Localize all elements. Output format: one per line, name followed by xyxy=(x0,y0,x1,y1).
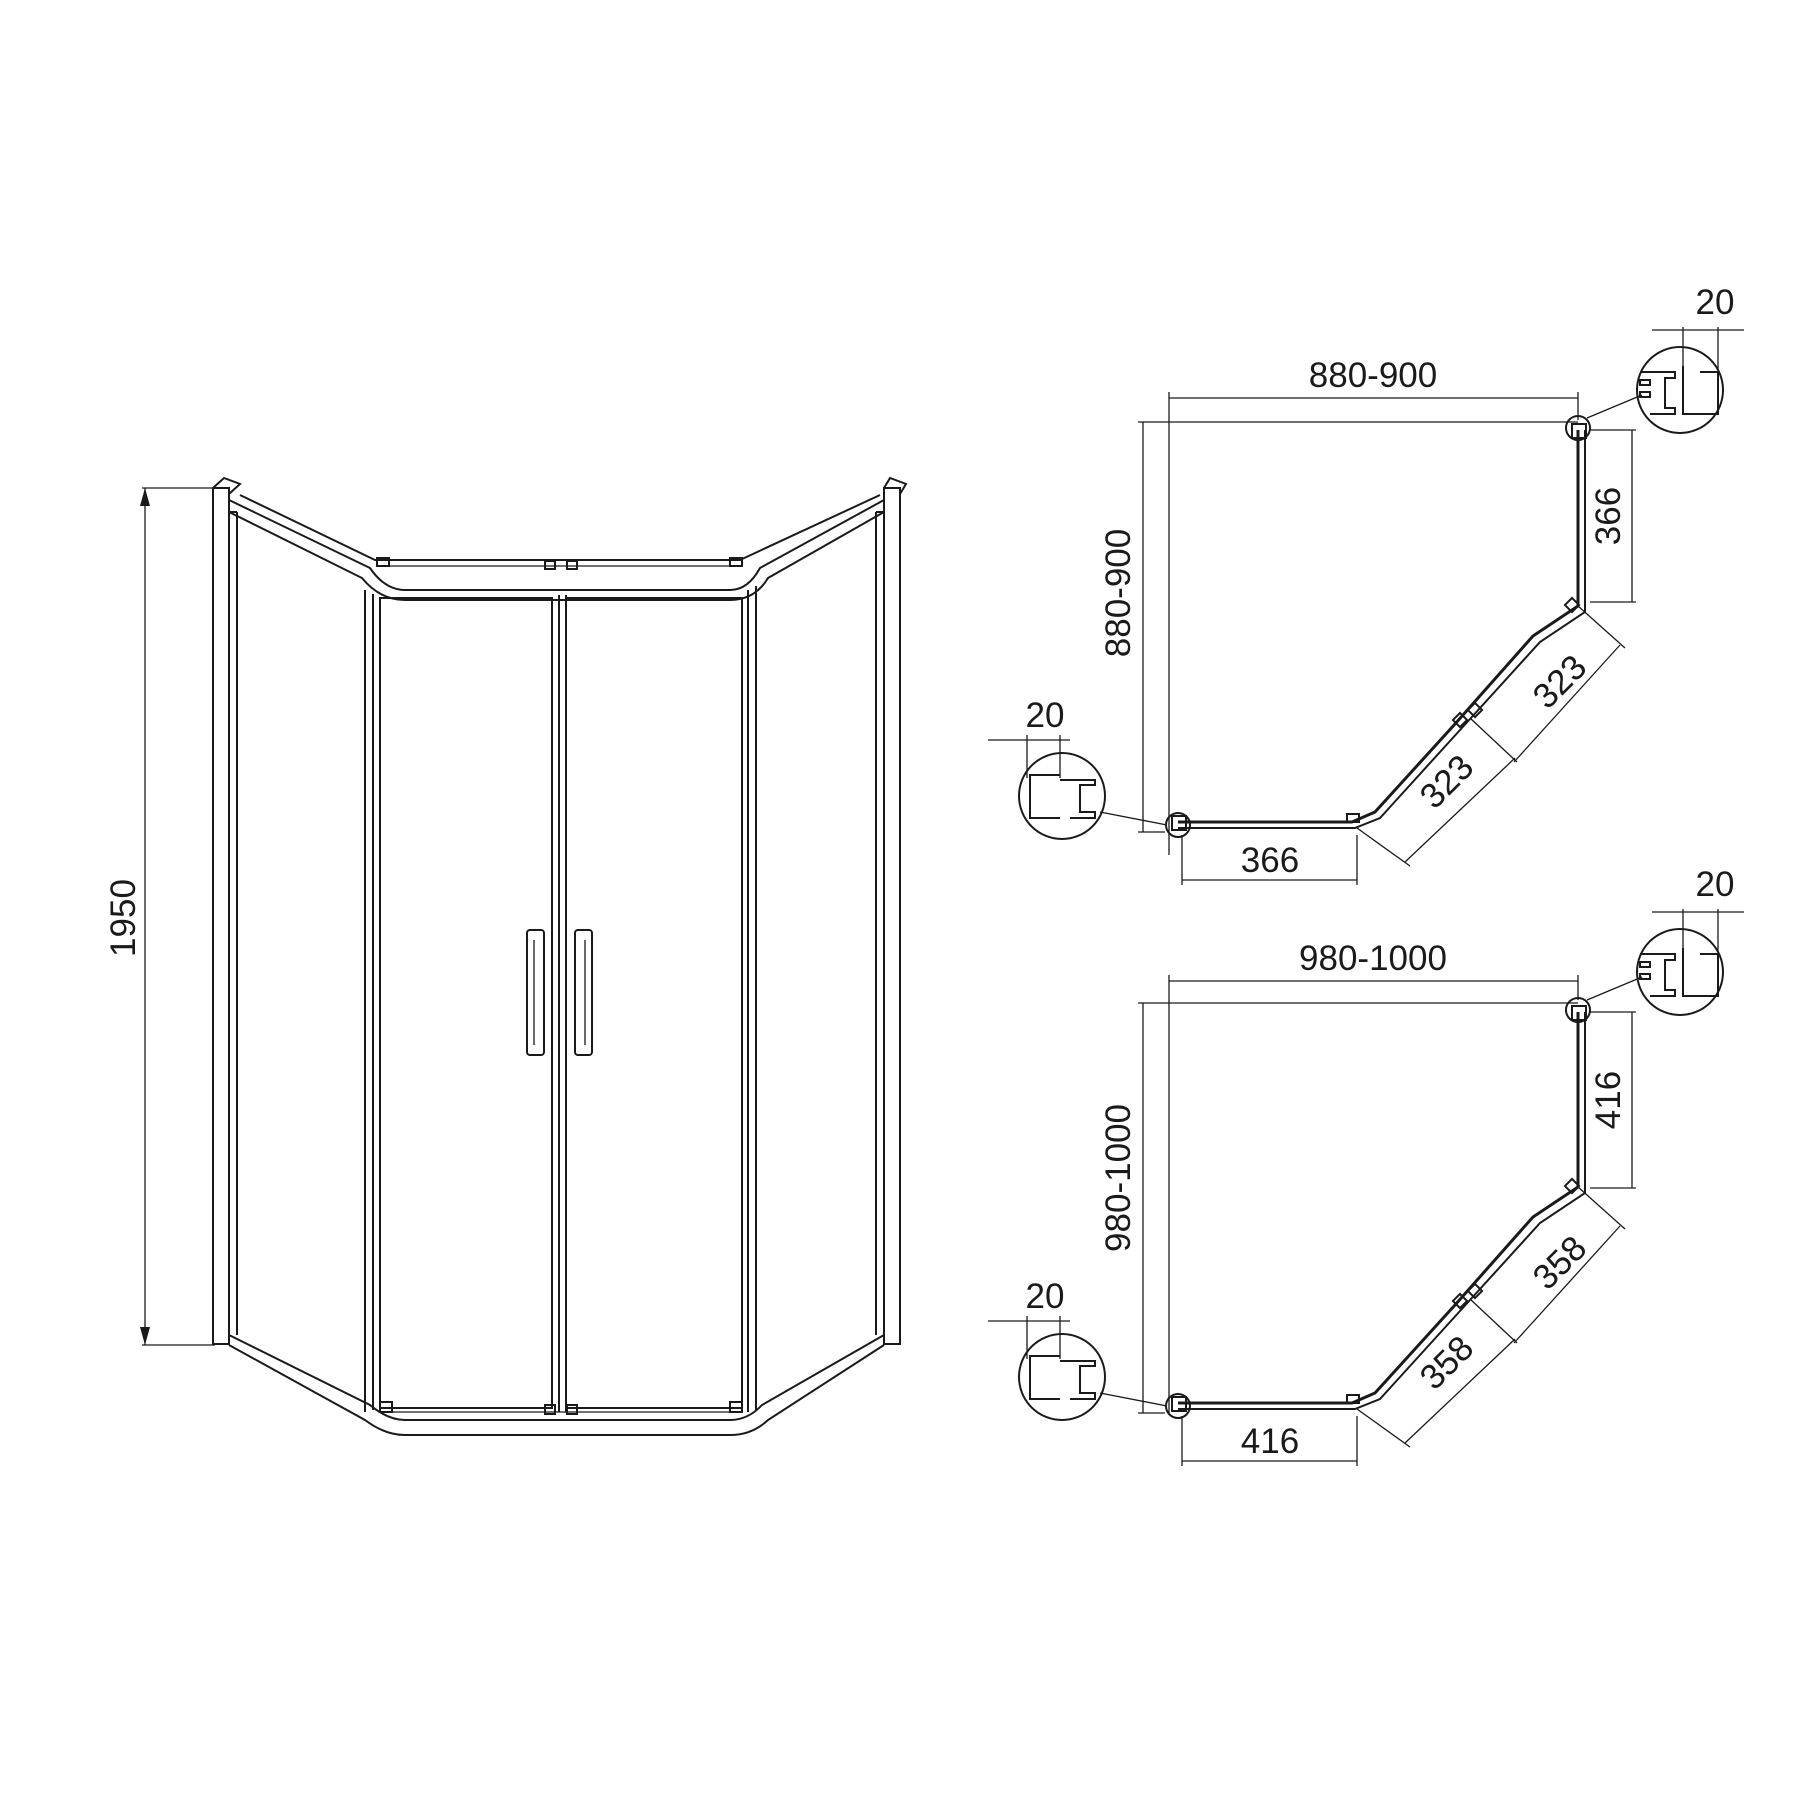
plan-small-profile-left-label: 20 xyxy=(1026,696,1065,735)
plan-large: 980-1000 980-1000 416 416 358 xyxy=(988,865,1744,1466)
height-label: 1950 xyxy=(104,879,143,957)
front-elevation: 1950 xyxy=(104,476,908,1436)
plan-large-profile-top-label: 20 xyxy=(1696,865,1735,904)
plan-large-door-upper-label: 358 xyxy=(1525,1228,1594,1297)
bottom-rail xyxy=(228,1334,885,1436)
plan-small-profile-top-detail: 20 xyxy=(1586,283,1744,434)
plan-large-width-label: 980-1000 xyxy=(1299,939,1447,978)
plan-large-side-bottom-label: 416 xyxy=(1241,1422,1299,1461)
plan-small-side-bottom-label: 366 xyxy=(1241,841,1299,880)
plan-small-width-label: 880-900 xyxy=(1309,356,1437,395)
plan-small-profile-left-detail: 20 xyxy=(988,696,1168,840)
left-wall-profile xyxy=(212,476,242,1345)
plan-small-door-upper-label: 323 xyxy=(1525,647,1594,716)
plan-small-depth-label: 880-900 xyxy=(1099,529,1138,657)
plan-large-profile-left-label: 20 xyxy=(1026,1277,1065,1316)
top-rail xyxy=(228,494,885,601)
height-dimension: 1950 xyxy=(104,487,215,1346)
plan-small-profile-top-label: 20 xyxy=(1696,283,1735,322)
left-door-handle xyxy=(526,929,545,1056)
plan-large-depth-label: 980-1000 xyxy=(1099,1104,1138,1252)
right-sliding-door xyxy=(558,595,743,1412)
left-sliding-door xyxy=(379,597,553,1409)
plan-large-side-right-label: 416 xyxy=(1589,1071,1628,1129)
left-fixed-panel xyxy=(364,590,381,1412)
right-wall-profile xyxy=(875,476,908,1345)
plan-large-profile-top-detail: 20 xyxy=(1586,865,1744,1016)
plan-small-side-right-label: 366 xyxy=(1589,487,1628,545)
plan-small: 880-900 880-900 366 366 323 32 xyxy=(988,283,1744,885)
right-fixed-panel xyxy=(741,586,757,1412)
right-door-handle xyxy=(574,929,593,1056)
plan-large-profile-left-detail: 20 xyxy=(988,1277,1168,1421)
